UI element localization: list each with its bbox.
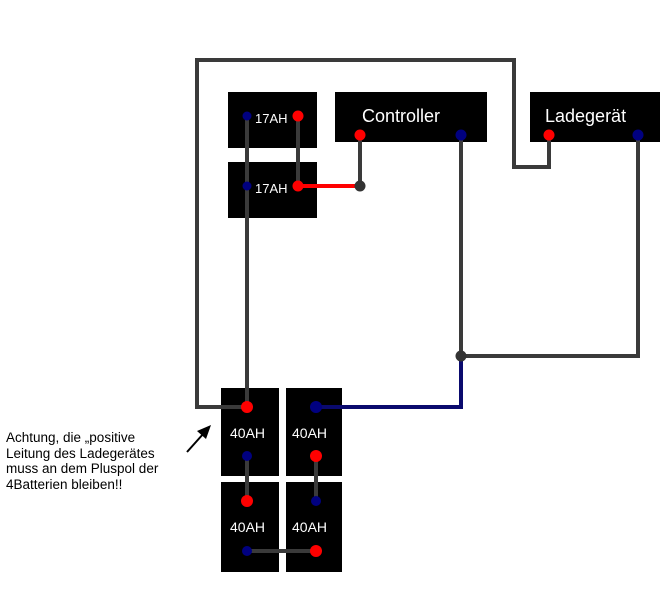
terminal-charger-negative xyxy=(632,129,644,141)
terminal-17ah-bottom-negative xyxy=(242,181,252,191)
terminal-charger-positive xyxy=(543,129,555,141)
terminal-40ah-top-left-negative xyxy=(242,451,252,461)
terminal-17ah-top-negative xyxy=(242,111,252,121)
wire-charger-positive-loop xyxy=(195,58,551,409)
terminal-40ah-bottom-left-negative xyxy=(242,546,252,556)
controller-label: Controller xyxy=(362,106,440,126)
terminal-40ah-bottom-left-positive xyxy=(241,495,253,507)
junction-controller-positive xyxy=(354,180,366,192)
battery-40ah-bottom-left-label: 40AH xyxy=(230,519,265,535)
battery-40ah-bottom-right-label: 40AH xyxy=(292,519,327,535)
terminal-40ah-bottom-right-negative xyxy=(311,496,321,506)
note-line: Achtung, die „positive xyxy=(6,430,136,445)
terminal-40ah-top-right-negative xyxy=(310,401,322,413)
warning-note: Achtung, die „positive Leitung des Ladeg… xyxy=(6,430,196,492)
battery-40ah-top-left-label: 40AH xyxy=(230,425,265,441)
battery-17ah-bottom-label: 17AH xyxy=(255,181,288,196)
terminal-40ah-bottom-right-positive xyxy=(310,545,322,557)
note-arrow xyxy=(186,425,211,453)
note-line: 4Batterien bleiben!! xyxy=(6,476,123,492)
wire-negative-to-40ah xyxy=(316,356,463,409)
battery-17ah-bottom-box xyxy=(228,162,317,218)
terminal-17ah-top-positive xyxy=(292,110,304,122)
battery-17ah-top-box xyxy=(228,92,317,148)
terminal-controller-positive xyxy=(354,129,366,141)
battery-40ah-top-right-label: 40AH xyxy=(292,425,327,441)
wire-charger-negative xyxy=(461,135,640,358)
terminal-40ah-top-right-positive xyxy=(310,450,322,462)
terminal-17ah-bottom-positive xyxy=(292,180,304,192)
note-line: muss an dem Pluspol der xyxy=(6,461,159,476)
battery-17ah-top-label: 17AH xyxy=(255,111,288,126)
charger-label: Ladegerät xyxy=(545,106,626,126)
terminal-controller-negative xyxy=(455,129,467,141)
note-line: Leitung des Ladegerätes xyxy=(6,445,155,461)
junction-negative xyxy=(455,350,467,362)
terminal-40ah-top-left-positive xyxy=(241,401,253,413)
